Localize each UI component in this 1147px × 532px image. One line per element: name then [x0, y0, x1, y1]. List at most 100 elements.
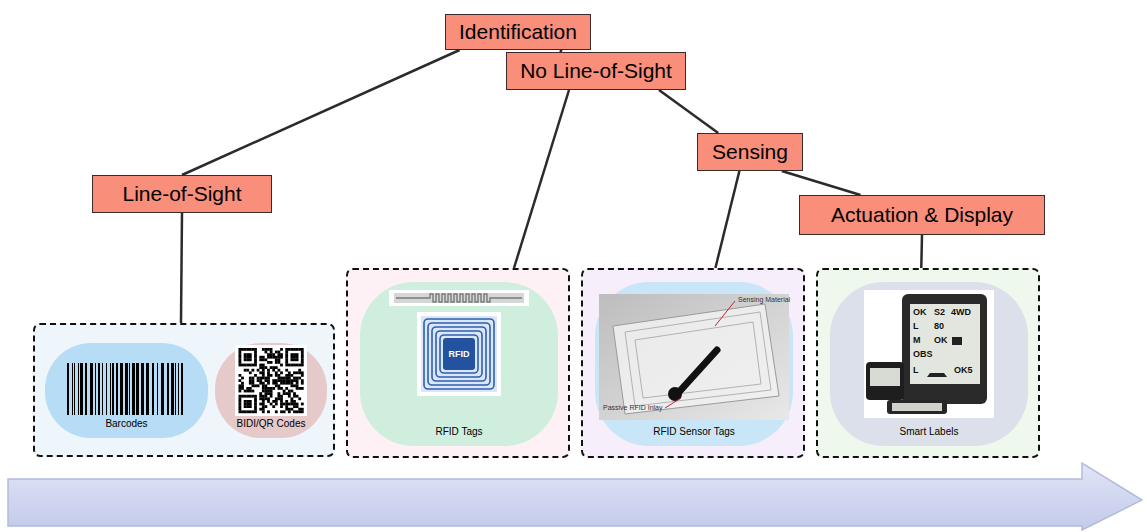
illustration-text: 4WD	[951, 308, 971, 317]
qr-module	[267, 361, 270, 364]
tree-connector	[921, 235, 923, 268]
barcode-bar	[78, 363, 79, 415]
qr-module	[293, 348, 296, 351]
qr-module	[249, 403, 252, 406]
qr-module	[272, 353, 275, 356]
qr-module	[285, 351, 288, 354]
qr-module	[280, 371, 283, 374]
qr-module	[293, 392, 296, 395]
qr-module	[239, 364, 242, 367]
qr-module	[296, 358, 299, 361]
coil-turn	[440, 335, 478, 373]
qr-module	[291, 348, 294, 351]
qr-module	[246, 353, 249, 356]
qr-module	[239, 390, 242, 393]
qr-module	[293, 353, 296, 356]
qr-module	[259, 403, 262, 406]
qr-module	[285, 387, 288, 390]
qr-module	[249, 387, 252, 390]
qr-module	[265, 395, 268, 398]
qr-module	[259, 408, 262, 411]
qr-module	[267, 410, 270, 413]
qr-module	[259, 392, 262, 395]
qr-module	[285, 403, 288, 406]
qr-module	[296, 356, 299, 359]
qr-module	[252, 390, 255, 393]
qr-module	[239, 403, 242, 406]
qr-module	[262, 358, 265, 361]
qr-module	[262, 410, 265, 413]
qr-module	[244, 405, 247, 408]
barcode-bar	[72, 363, 73, 415]
rfid-chip	[443, 338, 475, 370]
qr-module	[249, 395, 252, 398]
item-illustration	[595, 282, 793, 446]
qr-module	[254, 358, 257, 361]
qr-module	[285, 377, 288, 380]
barcode-bar	[67, 363, 69, 415]
qr-module	[265, 379, 268, 382]
qr-module	[296, 371, 299, 374]
barcode-bar	[171, 363, 174, 415]
qr-module	[254, 410, 257, 413]
qr-module	[244, 369, 247, 372]
qr-module	[267, 371, 270, 374]
qr-module	[252, 395, 255, 398]
qr-module	[280, 348, 283, 351]
qr-module	[270, 348, 273, 351]
qr-module	[288, 382, 291, 385]
qr-module	[275, 351, 278, 354]
qr-module	[291, 353, 294, 356]
qr-module	[270, 351, 273, 354]
illustration-text: OBS	[913, 350, 933, 359]
barcode-bar	[146, 363, 149, 415]
qr-module	[272, 379, 275, 382]
qr-module	[262, 397, 265, 400]
connector-line	[514, 90, 569, 268]
qr-module	[249, 358, 252, 361]
qr-module	[267, 374, 270, 377]
device-screen	[910, 304, 980, 384]
illustration-text: OK	[934, 336, 948, 345]
qr-module	[270, 361, 273, 364]
qr-module	[293, 410, 296, 413]
qr-module	[267, 397, 270, 400]
qr-module	[259, 397, 262, 400]
qr-module	[288, 379, 291, 382]
tree-connector	[715, 171, 739, 268]
category-box: No Line-of-Sight	[506, 52, 686, 90]
qr-module	[296, 387, 299, 390]
qr-module	[244, 353, 247, 356]
qr-module	[298, 397, 301, 400]
qr-module	[291, 384, 294, 387]
box-label: Line-of-Sight	[122, 182, 241, 206]
inlay-card	[389, 290, 529, 306]
qr-module	[301, 387, 304, 390]
qr-module	[265, 397, 268, 400]
connector-line	[715, 171, 739, 268]
qr-module	[275, 371, 278, 374]
qr-module	[252, 379, 255, 382]
qr-module	[265, 351, 268, 354]
qr-module	[262, 366, 265, 369]
qr-module	[246, 364, 249, 367]
qr-module	[275, 366, 278, 369]
qr-module	[278, 395, 281, 398]
qr-module	[246, 348, 249, 351]
group-panel: RFID Tags	[346, 268, 570, 458]
qr-module	[239, 408, 242, 411]
qr-module	[280, 403, 283, 406]
qr-module	[267, 369, 270, 372]
qr-module	[257, 384, 260, 387]
qr-module	[244, 390, 247, 393]
qr-module	[241, 348, 244, 351]
qr-module	[301, 358, 304, 361]
qr-module	[285, 408, 288, 411]
qr-module	[293, 364, 296, 367]
qr-module	[272, 387, 275, 390]
qr-module	[296, 348, 299, 351]
qr-module	[262, 374, 265, 377]
qr-module	[301, 351, 304, 354]
barcode-bar	[98, 363, 100, 415]
qr-module	[280, 379, 283, 382]
